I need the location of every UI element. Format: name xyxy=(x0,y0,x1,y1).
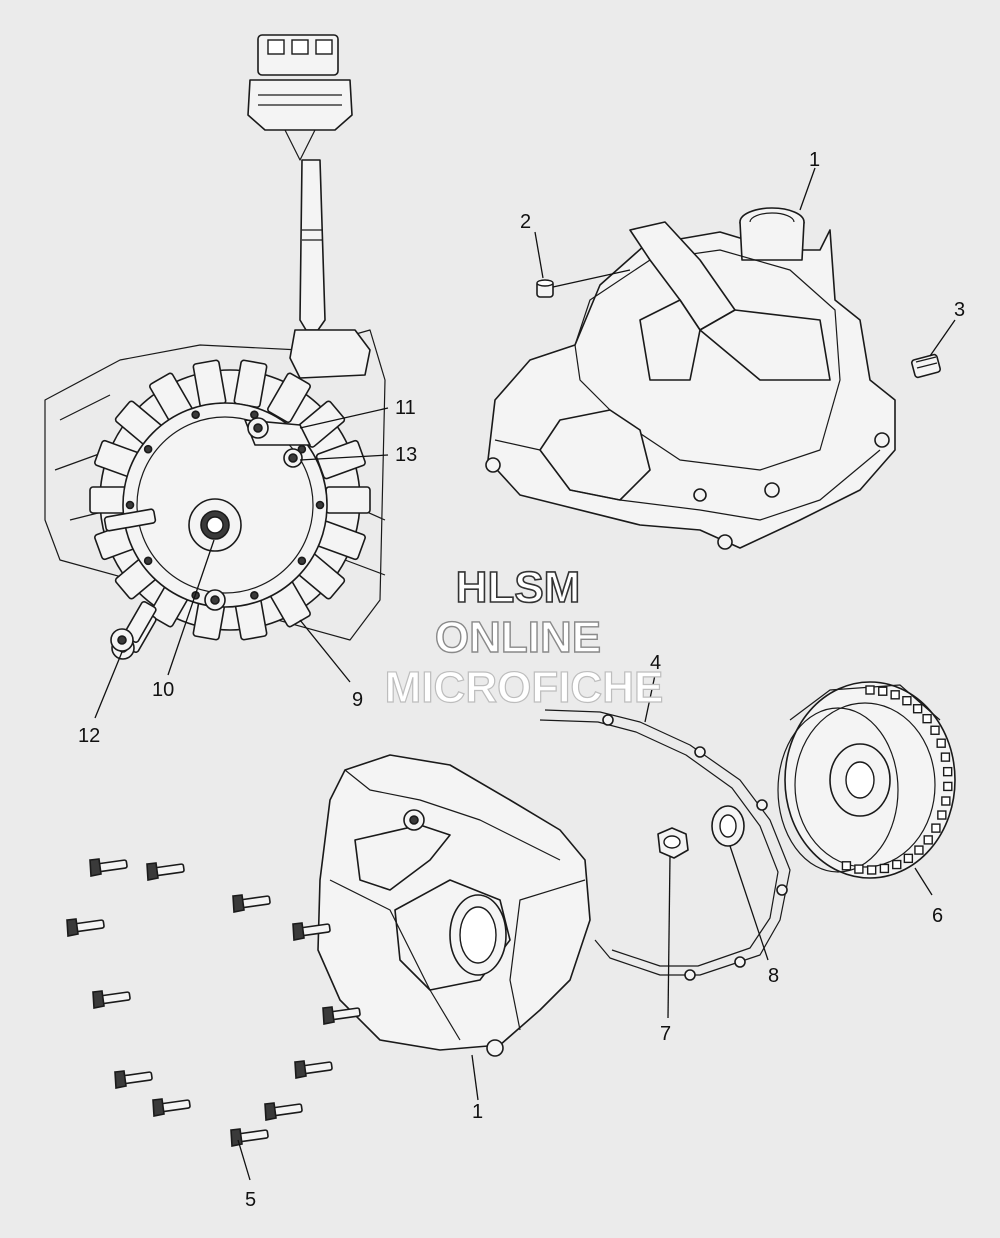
watermark: HLSM ONLINE MICROFICHE xyxy=(384,562,664,712)
flange-bolt xyxy=(114,1070,153,1089)
callout-5: 5 xyxy=(245,1189,256,1211)
cover-bolts xyxy=(66,858,361,1147)
leader-lines xyxy=(94,167,956,1181)
top-cover xyxy=(485,207,896,550)
callout-11: 11 xyxy=(395,397,416,419)
flange-bolt xyxy=(152,1098,191,1117)
callout-10: 10 xyxy=(152,679,174,701)
lower-cover xyxy=(317,754,591,1057)
callout-7: 7 xyxy=(660,1023,671,1045)
callout-1-top: 1 xyxy=(809,149,820,171)
callout-12: 12 xyxy=(78,725,100,747)
callout-8: 8 xyxy=(768,965,779,987)
hex-nut xyxy=(657,827,689,859)
watermark-line-3: MICROFICHE xyxy=(385,663,664,712)
stator-bolt-loose xyxy=(110,600,157,652)
callout-4: 4 xyxy=(650,652,661,674)
callout-1-bottom: 1 xyxy=(472,1101,483,1123)
callout-2: 2 xyxy=(520,211,531,233)
stator xyxy=(89,359,371,641)
callout-labels: 1 2 3 11 13 10 9 12 4 6 8 7 1 5 xyxy=(78,149,965,1211)
flange-bolt xyxy=(264,1102,303,1121)
flange-bolt xyxy=(292,922,331,941)
flange-bolt xyxy=(322,1006,361,1025)
flange-bolt xyxy=(230,1128,269,1147)
callout-9: 9 xyxy=(352,689,363,711)
callout-13: 13 xyxy=(395,444,417,466)
flange-bolt xyxy=(146,862,185,881)
flange-bolt xyxy=(92,990,131,1009)
gasket xyxy=(539,709,791,981)
stator-bolt-holes xyxy=(125,410,325,600)
callout-3: 3 xyxy=(954,299,965,321)
flywheel xyxy=(777,681,956,879)
watermark-line-1: HLSM xyxy=(456,563,581,612)
wire-harness-connector xyxy=(247,34,371,379)
flange-bolt xyxy=(89,858,128,877)
harness-clamp xyxy=(244,417,311,446)
watermark-line-2: ONLINE xyxy=(435,613,601,662)
clamp-screw xyxy=(283,448,303,468)
flange-bolt xyxy=(294,1060,333,1079)
flange-bolt xyxy=(66,918,105,937)
dowel-pin xyxy=(536,279,554,298)
flywheel-trigger-teeth xyxy=(841,685,953,875)
flange-bolt xyxy=(232,894,271,913)
callout-6: 6 xyxy=(932,905,943,927)
plug-screw xyxy=(910,353,942,379)
seal-washer xyxy=(711,805,745,847)
